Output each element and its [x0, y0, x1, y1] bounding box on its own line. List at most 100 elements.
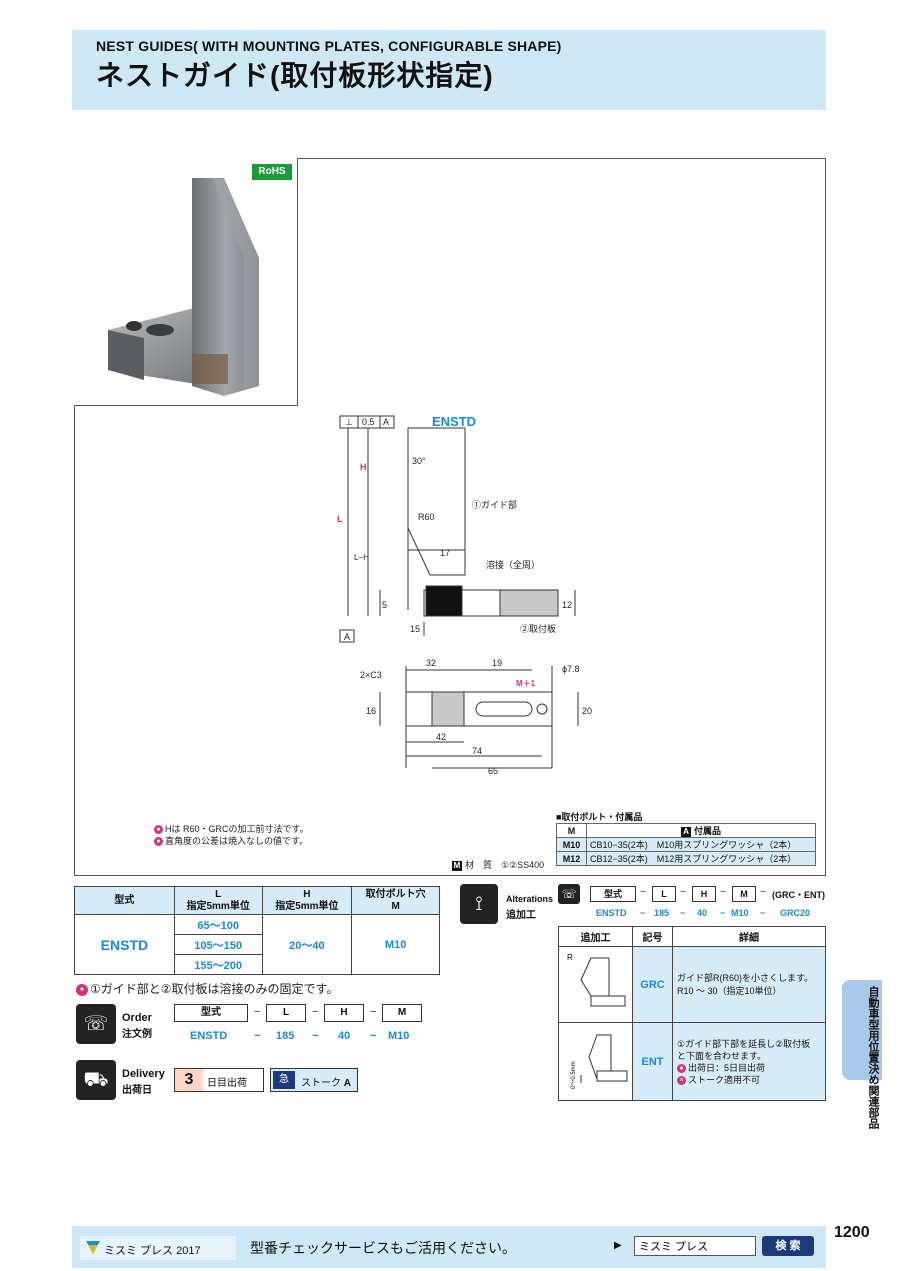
alt-h-type: 型式	[590, 886, 636, 902]
dim-5: 5	[382, 600, 387, 610]
search-button[interactable]: 検 索	[762, 1236, 814, 1256]
delivery-label-en: Delivery	[122, 1068, 165, 1080]
dash: −	[370, 1006, 377, 1018]
dim-L: L	[337, 514, 343, 524]
footer-brand-box: ミスミ プレス 2017	[80, 1236, 236, 1260]
truck-icon: ⛟	[76, 1060, 116, 1100]
alt-label-en: Alterations	[506, 894, 554, 904]
side-view-drawing: ⊥ 0.5 A H L L−H 30° R60 17 5 15 12 A ①ガイ…	[337, 415, 576, 643]
alt-v-M: M10	[731, 908, 749, 918]
order-label-en: Order	[122, 1012, 152, 1024]
footer-message: 型番チェックサービスもご活用ください。	[250, 1240, 516, 1256]
order-v-type: ENSTD	[190, 1030, 228, 1042]
alt-col-alt: 追加工	[558, 926, 633, 947]
dim-angle: 30°	[412, 456, 426, 466]
product-frame	[74, 158, 826, 876]
material-label: 材 質	[465, 860, 493, 870]
note-2: ●直角度の公差は焼入なしの値です。	[154, 834, 308, 847]
stroke-icon: 急	[273, 1071, 295, 1089]
stroke-text: ストーク A	[301, 1078, 352, 1089]
delivery-label-ja: 出荷日	[122, 1085, 152, 1096]
title-ja: ネストガイド(取付板形状指定)	[96, 60, 494, 91]
order-v-L: 185	[276, 1030, 295, 1042]
order-h-M: M	[382, 1004, 422, 1022]
dim-20: 20	[582, 706, 592, 716]
stroke-box: 急 ストーク A	[270, 1068, 358, 1092]
part1-label: ①ガイド部	[472, 499, 517, 510]
alt-v-type: ENSTD	[596, 908, 627, 918]
dim-74: 74	[472, 746, 482, 756]
pin-icon: ●	[677, 1063, 686, 1073]
dash: −	[720, 887, 726, 898]
pin-icon: ●	[76, 983, 88, 996]
dim-16: 16	[366, 706, 376, 716]
table-row: 155〜200	[75, 954, 440, 975]
dash: −	[760, 908, 766, 918]
part2-label: ②取付板	[520, 623, 556, 634]
table-row: 105〜150	[75, 934, 440, 955]
misumi-logo-icon	[86, 1241, 100, 1255]
order-h-H: H	[324, 1004, 364, 1022]
footer-brand: ミスミ プレス 2017	[104, 1245, 201, 1257]
dash: −	[312, 1030, 319, 1042]
delivery-days-text: 日目出荷	[207, 1078, 247, 1089]
dash: −	[680, 887, 686, 898]
svg-text:0〜0.5mm: 0〜0.5mm	[571, 1061, 577, 1089]
phone-icon: ☏	[76, 1004, 116, 1044]
bolt-table-title: ■取付ボルト・付属品	[556, 812, 643, 822]
note-1: ●Hは R60・GRCの加工前寸法です。	[154, 822, 309, 835]
ent-figure: 0〜0.5mm	[571, 1034, 627, 1089]
header-band	[72, 30, 826, 110]
dash: −	[254, 1006, 261, 1018]
alterations-table: 追加工 記号 詳細 R GRC ガイド部R(R60)を小さくします。 R10 〜…	[558, 926, 826, 1101]
category-tab[interactable]	[842, 980, 882, 1080]
search-input[interactable]	[634, 1236, 756, 1256]
dash: −	[312, 1006, 319, 1018]
order-h-type: 型式	[174, 1004, 248, 1022]
dim-32: 32	[426, 658, 436, 668]
delivery-days-box: 3 日目出荷	[174, 1068, 264, 1092]
order-v-H: 40	[338, 1030, 351, 1042]
tol-datum: A	[383, 417, 389, 427]
dim-42: 42	[436, 732, 446, 742]
tol-symbol: ⊥	[345, 417, 353, 427]
dash: −	[370, 1030, 377, 1042]
product-photo-illustration	[108, 178, 259, 396]
dash: −	[680, 908, 686, 918]
arrow-right-icon: ▶	[614, 1240, 622, 1251]
table-row: ENSTD 65〜100 20〜40 M10	[74, 914, 440, 975]
alt-col-detail: 詳細	[672, 926, 826, 947]
dash: −	[640, 887, 646, 898]
alt-label-ja: 追加工	[506, 910, 536, 921]
material-badge: M	[452, 860, 462, 871]
rohs-badge: RoHS 10	[252, 164, 292, 193]
spec-col-type: 型式	[74, 886, 175, 915]
dim-19: 19	[492, 658, 502, 668]
table-row: R GRC ガイド部R(R60)を小さくします。 R10 〜 30（指定10単位…	[558, 946, 826, 1023]
datum-A: A	[344, 632, 350, 642]
dim-phi: ϕ7.8	[562, 664, 580, 674]
pin-icon: ●	[154, 837, 163, 847]
top-view-drawing: 2×C3 32 19 M＋1 ϕ7.8 16 20 42 74 65	[360, 658, 592, 776]
pin-icon: ●	[154, 825, 163, 835]
dim-65: 65	[488, 766, 498, 776]
material-value: ①②SS400	[501, 860, 545, 870]
weld-label: 溶接（全周）	[486, 559, 540, 570]
alt-h-M: M	[732, 886, 756, 902]
alt-h-codes: (GRC・ENT)	[772, 890, 825, 900]
category-tab-label: 自動車型用位置決め関連部品	[867, 986, 879, 1129]
alt-v-H: 40	[697, 908, 708, 918]
dim-radius: R60	[418, 512, 435, 522]
svg-text:R: R	[567, 953, 573, 962]
dim-M1: M＋1	[516, 679, 536, 688]
delivery-days: 3	[175, 1069, 203, 1091]
